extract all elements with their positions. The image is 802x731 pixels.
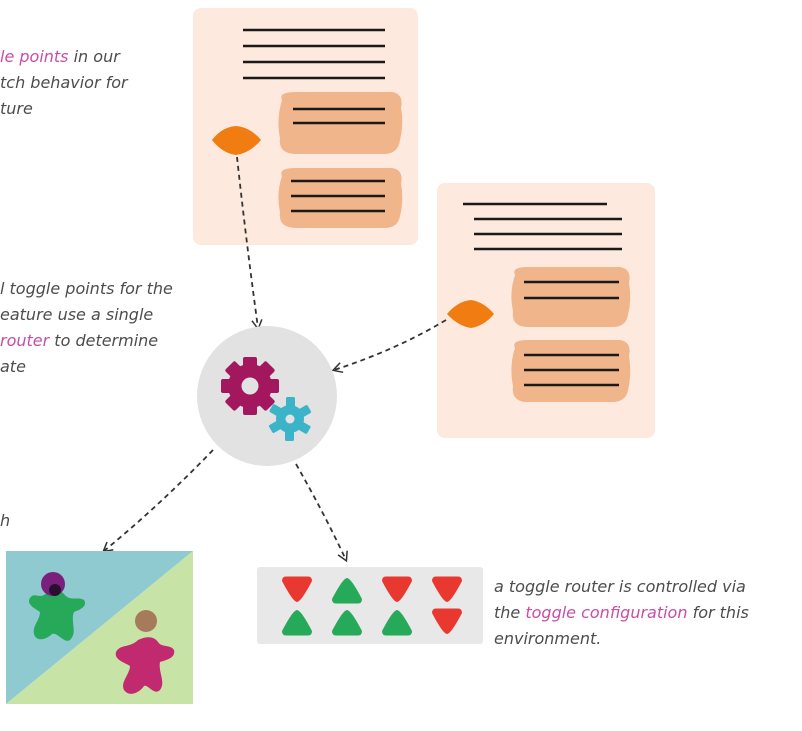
toggle-configuration-panel — [257, 567, 483, 644]
code-block-2a — [511, 267, 631, 327]
gear-small-icon — [268, 397, 312, 441]
code-block-1b — [278, 168, 403, 228]
code-block-1a — [278, 92, 403, 154]
code-block-2b — [511, 340, 631, 402]
toggle-point-1 — [212, 126, 261, 155]
toggle-off-icon — [432, 576, 462, 602]
user-figure-2 — [115, 610, 175, 694]
environment-panel — [6, 551, 193, 704]
user-figure-1 — [28, 572, 86, 641]
code-card-2 — [437, 183, 655, 438]
toggle-on-icon — [382, 610, 412, 636]
toggle-on-icon — [282, 610, 312, 636]
arrow-router-to-environment — [102, 449, 214, 553]
caption-environment: h — [0, 511, 11, 530]
toggle-on-icon — [332, 578, 362, 604]
arrow-toggle-point-1-to-router — [236, 156, 263, 331]
toggle-off-icon — [432, 608, 462, 634]
caption-toggle-points: le points in our tch behavior for ture — [0, 47, 128, 118]
arrow-config-to-router — [295, 463, 348, 563]
toggle-off-icon — [282, 576, 312, 602]
caption-toggle-router: l toggle points for the eature use a sin… — [0, 279, 173, 376]
toggle-on-icon — [332, 610, 362, 636]
toggle-router — [197, 326, 337, 466]
toggle-point-2 — [447, 300, 494, 328]
caption-toggle-configuration: a toggle router is controlled via the to… — [494, 577, 749, 648]
gear-large-icon — [221, 357, 279, 415]
toggle-off-icon — [382, 576, 412, 602]
code-card-1 — [193, 8, 418, 245]
arrow-toggle-point-2-to-router — [331, 319, 447, 374]
